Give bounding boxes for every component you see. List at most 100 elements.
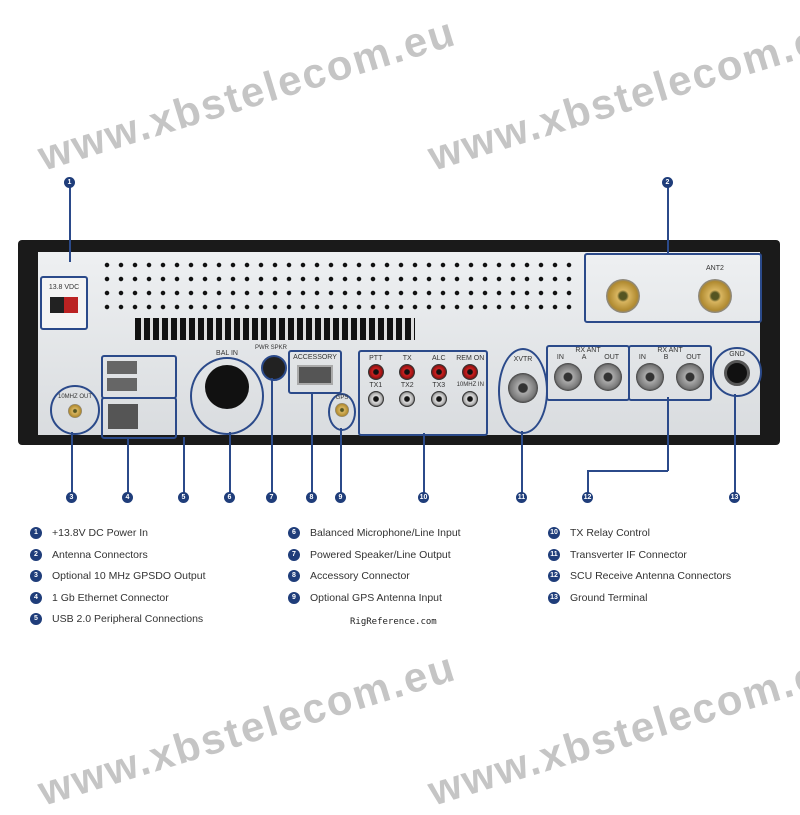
dc-power-box: 13.8 VDC xyxy=(40,276,88,330)
tx3-label: TX3 xyxy=(432,382,446,389)
legend-number: 5 xyxy=(30,613,42,625)
callout-marker: 9 xyxy=(335,492,346,503)
vent-slots xyxy=(135,318,415,340)
watermark: www.xbstelecom.eu xyxy=(32,7,462,180)
rca-ptt xyxy=(367,364,384,380)
legend-number: 13 xyxy=(548,591,560,604)
rca-tx3 xyxy=(430,391,447,407)
ant2-connector xyxy=(698,279,732,313)
dc-label: 13.8 VDC xyxy=(48,284,80,291)
callout-leader-line xyxy=(667,397,669,471)
rca-tx1 xyxy=(367,391,384,407)
pwr-spkr-label: PWR SPKR xyxy=(255,345,288,351)
legend-text: Transverter IF Connector xyxy=(570,548,687,561)
ant1-connector xyxy=(606,279,640,313)
callout-marker: 10 xyxy=(418,492,429,503)
callout-leader-line xyxy=(229,432,231,498)
rx-ant-b-label: RX ANT xyxy=(657,347,683,354)
b-label: B xyxy=(663,354,669,361)
legend-text: USB 2.0 Peripheral Connections xyxy=(52,613,204,625)
dc-power-connector xyxy=(50,297,78,313)
xlr-combo-jack xyxy=(205,365,249,409)
ant2-label: ANT2 xyxy=(706,265,724,272)
callout-marker: 1 xyxy=(64,177,75,188)
bal-in-label: BAL IN xyxy=(216,350,238,357)
legend-item: 10 TX Relay Control xyxy=(548,527,650,539)
callout-leader-line xyxy=(587,470,589,498)
legend-text: Balanced Microphone/Line Input xyxy=(310,527,461,539)
callout-leader-line xyxy=(69,183,71,262)
tx-relay-box: PTT TX ALC REM ON TX1 TX2 TX3 10MHZ IN xyxy=(358,350,488,436)
sma-connector xyxy=(68,404,82,418)
legend-text: +13.8V DC Power In xyxy=(52,527,149,539)
callout-leader-line xyxy=(127,437,129,498)
callout-marker: 3 xyxy=(66,492,77,503)
rx-a-in-bnc xyxy=(554,363,582,391)
rca-tx xyxy=(399,364,416,380)
callout-leader-line xyxy=(588,470,668,472)
usb-port xyxy=(107,361,137,374)
watermark: www.xbstelecom.eu xyxy=(422,642,800,815)
ten-mhz-out-label: 10MHZ OUT xyxy=(57,394,92,400)
gps-connector xyxy=(335,403,349,417)
gps-label: GPS xyxy=(335,395,349,401)
legend-number: 12 xyxy=(548,570,560,582)
vent-holes xyxy=(100,258,580,318)
tx-label: TX xyxy=(402,355,412,362)
ethernet-port-box xyxy=(101,397,177,439)
legend-number: 10 xyxy=(548,527,560,539)
gps-input: GPS xyxy=(328,393,356,431)
usb-port xyxy=(107,378,137,391)
rx-b-out-bnc xyxy=(676,363,704,391)
callout-leader-line xyxy=(311,392,313,498)
legend-number: 4 xyxy=(30,591,42,604)
callout-marker: 4 xyxy=(122,492,133,503)
watermark: www.xbstelecom.eu xyxy=(32,642,462,815)
callout-leader-line xyxy=(734,394,736,498)
callout-leader-line xyxy=(423,433,425,498)
legend-item: 6 Balanced Microphone/Line Input xyxy=(288,527,461,539)
accessory-label: ACCESSORY xyxy=(293,354,337,361)
legend-number: 11 xyxy=(548,548,560,561)
out-label: OUT xyxy=(604,354,620,361)
callout-marker: 12 xyxy=(582,492,593,503)
ethernet-port xyxy=(108,404,138,429)
credit-text: RigReference.com xyxy=(350,617,437,627)
legend-number: 6 xyxy=(288,527,300,539)
legend-text: TX Relay Control xyxy=(570,527,650,539)
alc-label: ALC xyxy=(431,355,446,362)
rx-a-out-bnc xyxy=(594,363,622,391)
callout-marker: 6 xyxy=(224,492,235,503)
callout-leader-line xyxy=(71,432,73,498)
legend-text: Powered Speaker/Line Output xyxy=(310,548,451,561)
rem-on-label: REM ON xyxy=(456,355,485,362)
callout-marker: 8 xyxy=(306,492,317,503)
xvtr-label: XVTR xyxy=(513,356,533,363)
watermark: www.xbstelecom.eu xyxy=(422,7,800,180)
legend-number: 8 xyxy=(288,570,300,582)
legend-text: Optional 10 MHz GPSDO Output xyxy=(52,570,206,582)
legend-item: 5 USB 2.0 Peripheral Connections xyxy=(30,613,203,625)
tx1-label: TX1 xyxy=(369,382,383,389)
rca-alc xyxy=(430,364,447,380)
rca-10mhz-in xyxy=(462,391,479,407)
gnd-terminal-box: GND xyxy=(712,347,762,397)
a-label: A xyxy=(581,354,587,361)
legend-text: Antenna Connectors xyxy=(52,548,148,561)
callout-marker: 13 xyxy=(729,492,740,503)
rx-ant-a-label: RX ANT xyxy=(575,347,601,354)
callout-leader-line xyxy=(521,431,523,498)
ground-terminal xyxy=(724,360,750,386)
legend-text: Optional GPS Antenna Input xyxy=(310,591,442,604)
legend-item: 11 Transverter IF Connector xyxy=(548,548,687,561)
